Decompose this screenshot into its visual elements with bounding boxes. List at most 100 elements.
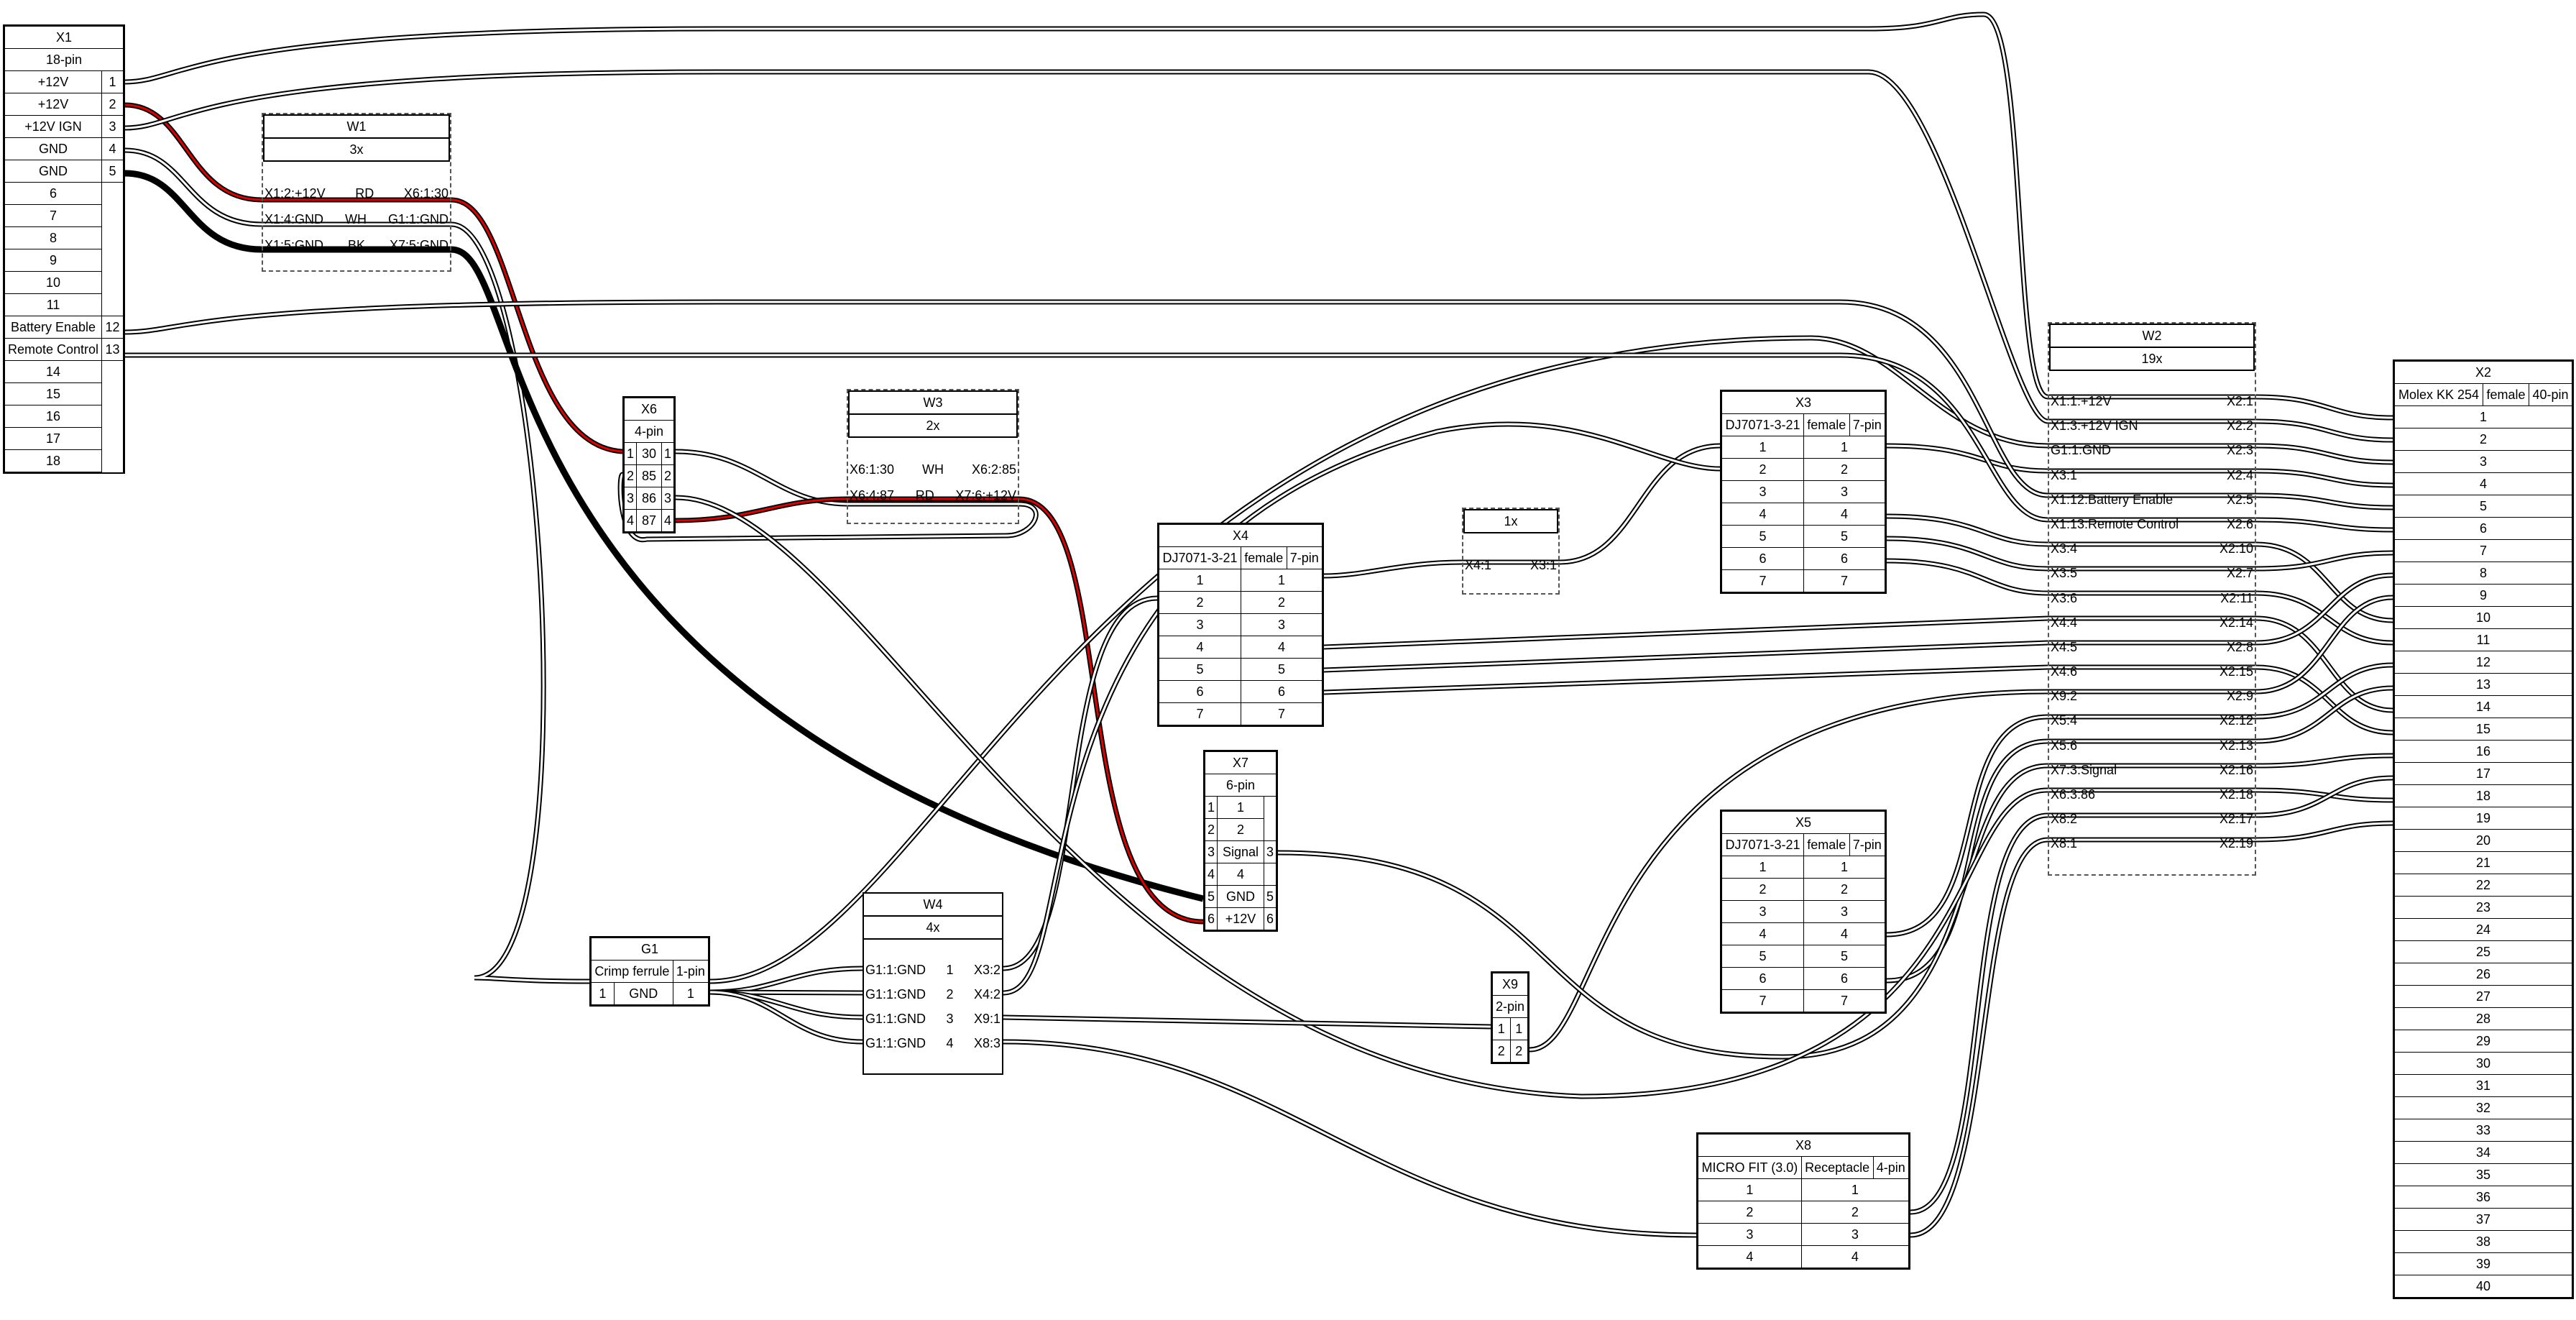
- pin-row[interactable]: 12: [2394, 651, 2572, 674]
- pin-row[interactable]: 18: [4, 449, 124, 472]
- pin-row[interactable]: 22: [2394, 874, 2572, 897]
- pin-row[interactable]: 17: [2394, 762, 2572, 785]
- pin-row[interactable]: 2: [2394, 428, 2572, 451]
- pin-row[interactable]: 37: [2394, 1208, 2572, 1231]
- pin-row[interactable]: 13: [2394, 673, 2572, 696]
- pin-row[interactable]: 28: [2394, 1007, 2572, 1030]
- pin-row[interactable]: 9: [4, 249, 124, 272]
- pin-row[interactable]: 8: [2394, 562, 2572, 585]
- pin-row[interactable]: 15: [4, 382, 124, 405]
- pin-row[interactable]: 11: [4, 293, 124, 316]
- pin-row[interactable]: 10: [4, 271, 124, 294]
- pin-row[interactable]: 6: [2394, 517, 2572, 540]
- pin-row[interactable]: 20: [2394, 829, 2572, 852]
- pin-row[interactable]: 31: [2394, 1074, 2572, 1097]
- pin-row[interactable]: 5: [2394, 495, 2572, 518]
- pin-row[interactable]: 16: [2394, 740, 2572, 763]
- pin-row[interactable]: 26: [2394, 963, 2572, 986]
- pin-row[interactable]: 7: [4, 204, 124, 227]
- pin-row[interactable]: 19: [2394, 807, 2572, 830]
- pin-row[interactable]: 16: [4, 405, 124, 428]
- pin-row[interactable]: 34: [2394, 1141, 2572, 1164]
- pin-row[interactable]: 23: [2394, 896, 2572, 919]
- pin-row[interactable]: 17: [4, 427, 124, 450]
- pin-row[interactable]: 1: [2394, 405, 2572, 428]
- pin-row[interactable]: 29: [2394, 1030, 2572, 1053]
- pin-row[interactable]: 35: [2394, 1163, 2572, 1186]
- pin-row[interactable]: 36: [2394, 1186, 2572, 1209]
- pin-row[interactable]: 14: [2394, 695, 2572, 718]
- pin-row[interactable]: 18: [2394, 784, 2572, 807]
- pin-row[interactable]: 32: [2394, 1096, 2572, 1119]
- pin-row[interactable]: 15: [2394, 718, 2572, 741]
- pin-row[interactable]: 11: [2394, 628, 2572, 651]
